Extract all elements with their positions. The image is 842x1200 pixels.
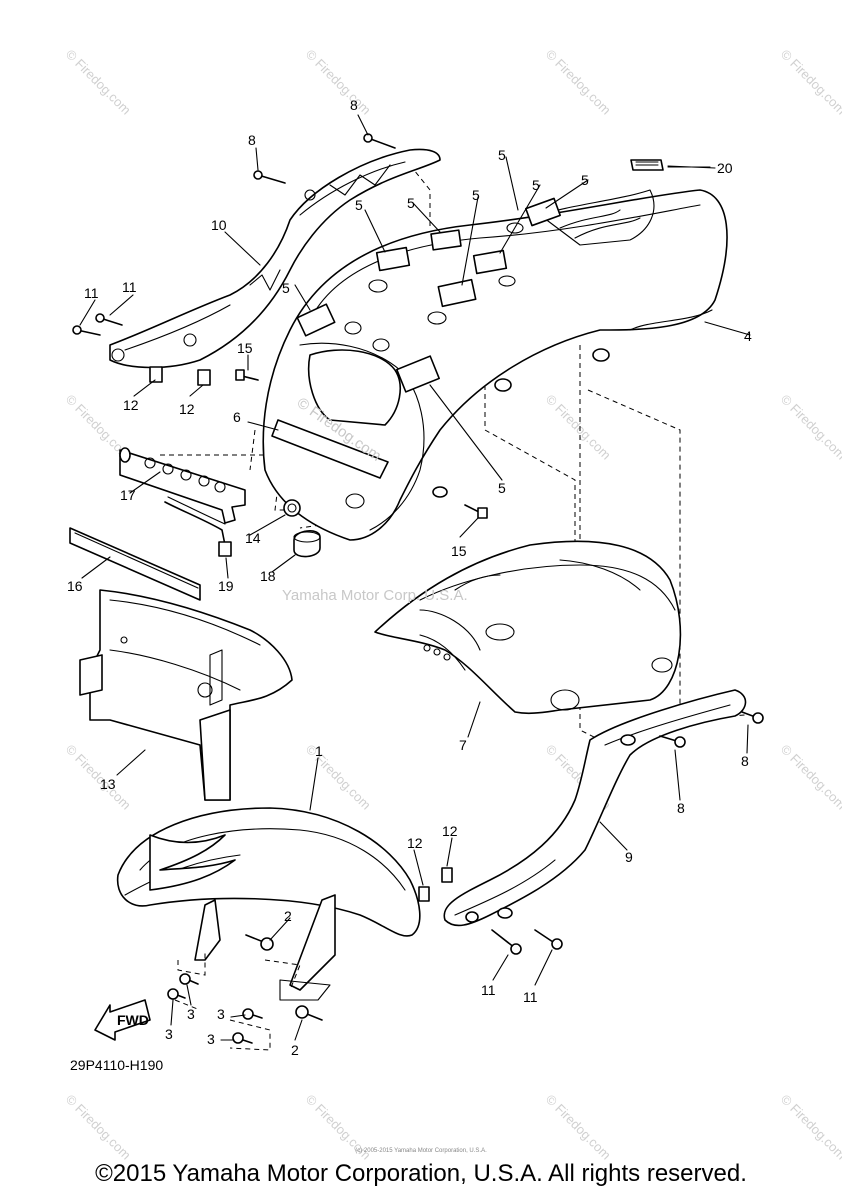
watermark-tile: © Firedog.com — [778, 742, 842, 813]
callout-20: 20 — [717, 160, 733, 176]
leader-lines — [79, 114, 751, 1041]
callout-8: 8 — [677, 800, 685, 816]
fasteners — [72, 133, 764, 1051]
callout-3: 3 — [165, 1026, 173, 1042]
callout-11: 11 — [481, 982, 496, 998]
grab-bar — [109, 148, 441, 369]
bolt-icon — [534, 929, 563, 950]
copyright-text: ©2015 Yamaha Motor Corporation, U.S.A. A… — [95, 1160, 747, 1187]
reflector-strip — [69, 527, 201, 601]
callout-4: 4 — [744, 328, 752, 344]
bolt-icon — [179, 973, 199, 985]
callout-14: 14 — [245, 530, 261, 546]
callout-18: 18 — [260, 568, 276, 584]
bolt-icon — [491, 929, 522, 955]
callout-3: 3 — [187, 1006, 195, 1022]
bolt-icon — [72, 325, 101, 336]
watermark-tile: © Firedog.com — [543, 47, 614, 118]
emblem-part — [630, 159, 711, 171]
callout-11: 11 — [523, 989, 538, 1005]
callout-10: 10 — [211, 217, 227, 233]
callout-11: 11 — [122, 279, 137, 295]
callout-13: 13 — [100, 776, 116, 792]
watermark-tile: © Firedog.com — [63, 742, 134, 813]
callout-5: 5 — [581, 172, 589, 188]
bolt-icon — [232, 1032, 253, 1044]
callout-17: 17 — [120, 487, 136, 503]
callout-7: 7 — [459, 737, 467, 753]
callout-5: 5 — [407, 195, 415, 211]
bolt-icon — [167, 988, 186, 1000]
fender-panel — [271, 419, 389, 479]
bolt-icon — [659, 735, 686, 748]
bolt-icon — [741, 711, 764, 724]
watermark-tile: © Firedog.com — [303, 47, 374, 118]
callout-12: 12 — [123, 397, 139, 413]
bolt-icon — [295, 1005, 323, 1021]
callout-12: 12 — [179, 401, 195, 417]
callout-5: 5 — [498, 480, 506, 496]
wire-harness — [164, 496, 232, 557]
watermark-tile: © Firedog.com — [778, 392, 842, 463]
collar-icon — [197, 369, 211, 386]
collar-icon — [418, 886, 430, 902]
fwd-label: FWD — [117, 1012, 149, 1028]
callout-labels: 8 8 10 11 11 12 12 15 6 17 14 18 19 16 1… — [67, 97, 752, 1058]
watermark-tile: © Firedog.com — [303, 742, 374, 813]
collar-icon — [149, 366, 163, 383]
screw-icon — [464, 504, 488, 519]
watermark-tile: © Firedog.com — [778, 47, 842, 118]
callout-12: 12 — [442, 823, 458, 839]
callout-3: 3 — [207, 1031, 215, 1047]
center-watermark: Yamaha Motor Corp. U.S.A. — [282, 587, 468, 604]
grommet-parts — [283, 493, 365, 558]
bolt-icon — [242, 1008, 263, 1020]
callout-5: 5 — [472, 187, 480, 203]
bolt-icon — [363, 133, 396, 149]
callout-5: 5 — [355, 197, 363, 213]
front-fender — [116, 807, 421, 1001]
callout-12: 12 — [407, 835, 423, 851]
light-housing — [119, 447, 246, 524]
bolt-icon — [95, 313, 123, 326]
callout-6: 6 — [233, 409, 241, 425]
collar-icon — [441, 867, 453, 883]
callout-5: 5 — [282, 280, 290, 296]
screw-icon — [235, 369, 259, 381]
callout-8: 8 — [350, 97, 358, 113]
diagram-code: 29P4110-H190 — [70, 1057, 163, 1073]
callout-5: 5 — [532, 177, 540, 193]
callout-15: 15 — [451, 543, 467, 559]
callout-2: 2 — [291, 1042, 299, 1058]
fwd-arrow-icon: FWD — [94, 999, 151, 1041]
license-plate-holder — [79, 589, 293, 801]
callout-5: 5 — [498, 147, 506, 163]
callout-3: 3 — [217, 1006, 225, 1022]
rear-fender — [262, 189, 728, 541]
callout-2: 2 — [284, 908, 292, 924]
bolt-icon — [253, 170, 286, 184]
watermark-tile: © Firedog.com — [63, 47, 134, 118]
callout-15: 15 — [237, 340, 253, 356]
callout-8: 8 — [248, 132, 256, 148]
side-bracket — [443, 689, 747, 927]
callout-16: 16 — [67, 578, 83, 594]
callout-9: 9 — [625, 849, 633, 865]
callout-1: 1 — [315, 743, 323, 759]
watermark-tile: © Firedog.com — [543, 392, 614, 463]
callout-19: 19 — [218, 578, 234, 594]
callout-8: 8 — [741, 753, 749, 769]
bolt-icon — [245, 934, 274, 951]
small-copyright: (c) 2005-2015 Yamaha Motor Corporation, … — [355, 1148, 487, 1154]
callout-11: 11 — [84, 285, 99, 301]
inner-fender — [374, 540, 682, 715]
